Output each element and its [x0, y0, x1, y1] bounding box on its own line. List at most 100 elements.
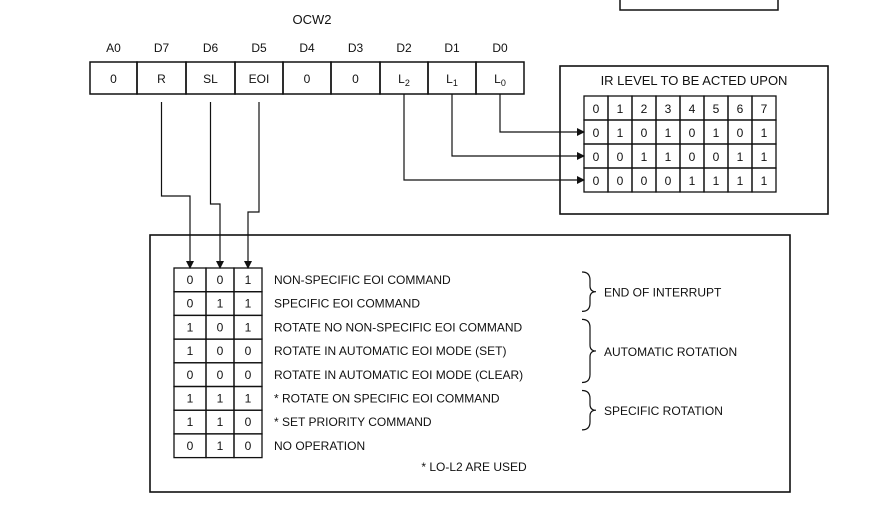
command-text: NO OPERATION: [274, 439, 365, 453]
level-wire: [499, 94, 585, 136]
control-bit-wires: [160, 102, 260, 269]
register-cell-text: L1: [446, 72, 458, 88]
command-descriptions: NON-SPECIFIC EOI COMMAND SPECIFIC EOI COM…: [274, 273, 523, 453]
command-bit-cell: [233, 433, 263, 459]
command-text: * SET PRIORITY COMMAND: [274, 415, 432, 429]
group-label: AUTOMATIC ROTATION: [604, 345, 737, 359]
register-cell-text: L0: [494, 72, 506, 88]
ir-cell: [751, 167, 777, 193]
command-bit-text: 0: [245, 415, 252, 429]
ir-cell-text: 0: [641, 126, 648, 140]
command-bit-text: 0: [245, 368, 252, 382]
ir-cell-text: 0: [593, 174, 600, 188]
ir-table-frame: [559, 65, 829, 215]
command-bit-text: 0: [187, 297, 194, 311]
group-brace: [581, 318, 597, 384]
ir-cell-text: 1: [617, 102, 624, 116]
command-text: ROTATE IN AUTOMATIC EOI MODE (SET): [274, 344, 506, 358]
command-bit-text: 0: [245, 439, 252, 453]
ir-cell-text: 1: [689, 174, 696, 188]
ir-cell-text: 1: [641, 150, 648, 164]
command-text: ROTATE IN AUTOMATIC EOI MODE (CLEAR): [274, 368, 523, 382]
command-bit-text: 0: [217, 344, 224, 358]
ir-cell-text: 0: [593, 126, 600, 140]
command-text: NON-SPECIFIC EOI COMMAND: [274, 273, 451, 287]
register-cell-text: SL: [203, 72, 218, 86]
command-bit-text: 0: [245, 344, 252, 358]
ir-cell-text: 0: [665, 174, 672, 188]
level-wire: [403, 94, 585, 184]
ir-cell-text: 1: [713, 174, 720, 188]
command-bit-text: 0: [187, 368, 194, 382]
register-cell-text: R: [157, 72, 166, 86]
ir-cell-text: 6: [737, 102, 744, 116]
bit-name: D0: [492, 41, 508, 55]
command-bit-text: 1: [217, 439, 224, 453]
command-bit-text: 1: [217, 415, 224, 429]
command-bit-text: 0: [187, 273, 194, 287]
command-bit-text: 0: [217, 273, 224, 287]
bit-name: D1: [444, 41, 460, 55]
ir-cell-text: 0: [737, 126, 744, 140]
command-bit-text: 1: [187, 415, 194, 429]
ir-cell-text: 1: [761, 150, 768, 164]
group-label: END OF INTERRUPT: [604, 286, 722, 300]
ir-cell-text: 0: [617, 150, 624, 164]
ir-cell-text: 0: [617, 174, 624, 188]
bit-name: A0: [106, 41, 121, 55]
control-wire: [209, 102, 224, 269]
ir-cell-text: 0: [593, 102, 600, 116]
command-bit-text: 1: [245, 297, 252, 311]
control-wire: [160, 102, 194, 269]
level-wire: [451, 94, 585, 160]
bit-name: D3: [348, 41, 364, 55]
register-cell-text: L2: [398, 72, 410, 88]
command-groups: END OF INTERRUPT AUTOMATIC ROTATION SPECIF…: [581, 271, 737, 431]
cropped-box-fragment: [619, 0, 779, 11]
ir-cell-text: 3: [665, 102, 672, 116]
command-bit-text: 1: [217, 297, 224, 311]
command-text: * ROTATE ON SPECIFIC EOI COMMAND: [274, 392, 500, 406]
ir-cell-text: 1: [761, 174, 768, 188]
ir-cell-text: 5: [713, 102, 720, 116]
ir-cell-text: 1: [713, 126, 720, 140]
ir-cell-text: 0: [689, 150, 696, 164]
ir-cell-text: 0: [689, 126, 696, 140]
command-bit-text: 0: [217, 320, 224, 334]
bit-name: D7: [154, 41, 170, 55]
command-bit-text: 1: [187, 344, 194, 358]
diagram-title: OCW2: [293, 12, 332, 27]
control-wire: [244, 102, 260, 269]
ir-cell-text: 1: [665, 126, 672, 140]
command-text: SPECIFIC EOI COMMAND: [274, 297, 420, 311]
group-label: SPECIFIC ROTATION: [604, 404, 723, 418]
ir-cell-text: 1: [617, 126, 624, 140]
ir-cell-text: 7: [761, 102, 768, 116]
bit-name: D5: [251, 41, 267, 55]
ir-cell-text: 4: [689, 102, 696, 116]
bit-name: D4: [299, 41, 315, 55]
footnote: * LO-L2 ARE USED: [421, 460, 527, 474]
command-bit-text: 1: [245, 273, 252, 287]
bit-name: D2: [396, 41, 412, 55]
ir-table-title: IR LEVEL TO BE ACTED UPON: [601, 73, 788, 88]
command-panel-frame: [149, 234, 791, 493]
level-bit-wires: [403, 94, 585, 184]
register-cell-text: EOI: [249, 72, 270, 86]
register-cell-text: 0: [110, 72, 117, 86]
group-brace: [581, 389, 597, 431]
ir-cell-text: 1: [665, 150, 672, 164]
ir-cell-text: 0: [593, 150, 600, 164]
command-bit-text: 0: [217, 368, 224, 382]
command-text: ROTATE NO NON-SPECIFIC EOI COMMAND: [274, 320, 523, 334]
command-bit-text: 1: [245, 320, 252, 334]
command-bit-text: 1: [245, 392, 252, 406]
command-bit-text: 0: [187, 439, 194, 453]
ir-cell-text: 2: [641, 102, 648, 116]
command-bit-text: 1: [187, 392, 194, 406]
register-cell-text: 0: [352, 72, 359, 86]
